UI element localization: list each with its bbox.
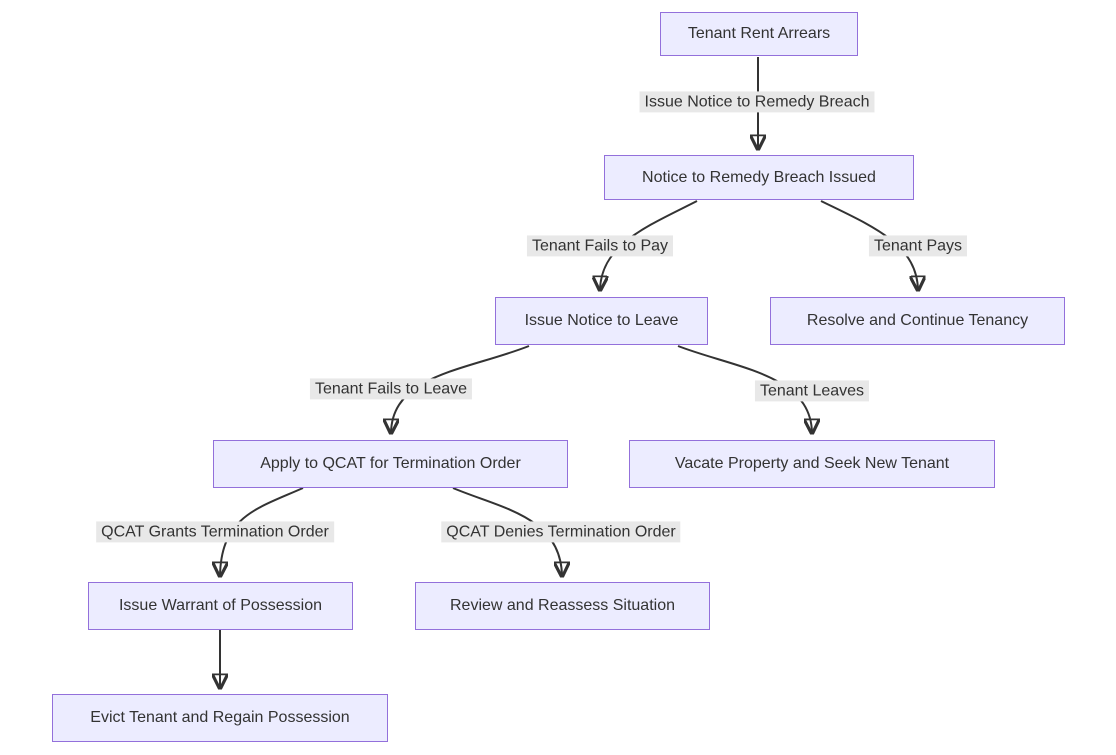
edge-label-qcat-grants-termination-order: QCAT Grants Termination Order [96, 521, 334, 543]
node-issue-warrant-of-possession: Issue Warrant of Possession [88, 582, 353, 630]
node-review-and-reassess-situation: Review and Reassess Situation [415, 582, 710, 630]
node-evict-tenant-and-regain-possession: Evict Tenant and Regain Possession [52, 694, 388, 742]
edge-label-tenant-fails-to-leave: Tenant Fails to Leave [309, 378, 473, 400]
node-notice-to-remedy-breach-issued: Notice to Remedy Breach Issued [604, 155, 914, 200]
node-tenant-rent-arrears: Tenant Rent Arrears [660, 12, 858, 56]
node-issue-notice-to-leave: Issue Notice to Leave [495, 297, 708, 345]
node-apply-to-qcat-for-termination-order: Apply to QCAT for Termination Order [213, 440, 568, 488]
edge-c-to-e [391, 345, 530, 433]
edge-c-to-f [677, 345, 812, 433]
edge-e-to-h [452, 487, 562, 576]
edge-label-tenant-pays: Tenant Pays [868, 235, 968, 257]
node-vacate-property-and-seek-new-tenant: Vacate Property and Seek New Tenant [629, 440, 995, 488]
node-resolve-and-continue-tenancy: Resolve and Continue Tenancy [770, 297, 1065, 345]
edge-label-issue-notice-to-remedy-breach: Issue Notice to Remedy Breach [639, 91, 875, 113]
edge-label-tenant-fails-to-pay: Tenant Fails to Pay [526, 235, 674, 257]
edge-e-to-g [220, 487, 304, 576]
edge-label-tenant-leaves: Tenant Leaves [754, 380, 870, 402]
edge-label-qcat-denies-termination-order: QCAT Denies Termination Order [441, 521, 681, 543]
